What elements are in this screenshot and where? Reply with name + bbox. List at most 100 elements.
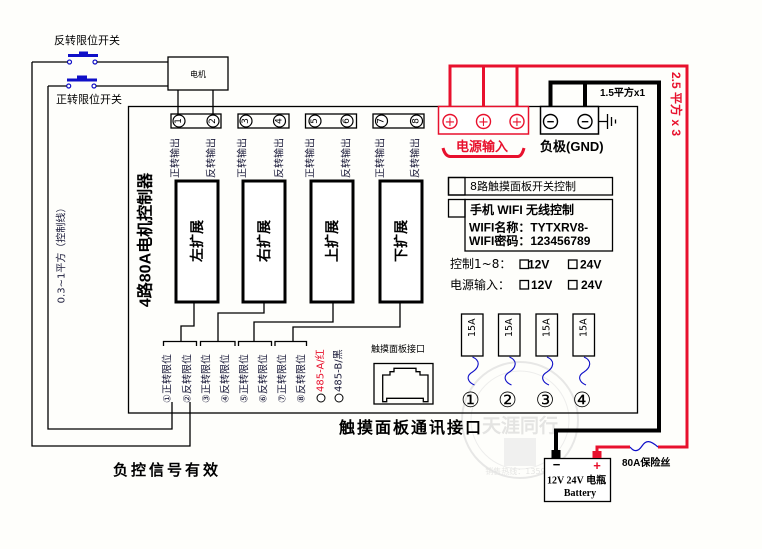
terminal-number: 5	[310, 118, 320, 124]
touch-control-checkbox[interactable]	[447, 176, 466, 196]
forward-limit-switch-label: 正转限位开关	[56, 92, 122, 106]
battery-negative-terminal	[551, 450, 561, 458]
minus-icon: −	[547, 114, 555, 129]
forward-limit-return-wire	[47, 86, 173, 430]
terminal-circle	[374, 114, 389, 128]
motor-wires	[177, 90, 214, 115]
fuse-rating: 15A	[542, 318, 553, 337]
watermark-stamp: 天涯同行 销售热线：13590	[461, 361, 579, 479]
motor-label: 电机	[190, 69, 206, 79]
gnd-terminal-1: −	[542, 113, 559, 130]
plus-icon: +	[512, 115, 523, 130]
power-24v-label: 24V	[581, 278, 602, 292]
gnd-wire-gauge-label: 1.5平方x1	[600, 86, 645, 99]
control-24v-checkbox[interactable]	[567, 259, 578, 270]
power-wire-gauge-label: 2.5 平方 x 3	[669, 72, 684, 136]
output-label-4: 反转输出	[273, 138, 286, 178]
power-positive-terminal-3: +	[509, 113, 525, 130]
fuse-number: ②	[498, 388, 517, 412]
output-terminal-5: 5	[308, 114, 322, 128]
battery-label: Battery	[564, 488, 596, 499]
output-terminal-block-7-8	[372, 113, 425, 129]
wifi-password: WIFI密码：123456789	[469, 233, 591, 248]
main-fuse-icon	[629, 441, 659, 452]
minus-icon: −	[581, 114, 589, 129]
watermark-phone: 销售热线：13590	[485, 466, 550, 476]
battery-positive-terminal	[592, 451, 602, 458]
limit-terminal-label-5: ⑤正转限位	[238, 354, 251, 403]
gnd-terminal-2: −	[577, 113, 593, 130]
rs485-b-label: 485-B/黑	[333, 349, 345, 392]
plus-icon: +	[478, 115, 489, 130]
terminal-number: 2	[208, 118, 218, 124]
limit-terminal-label-4: ④反转限位	[219, 354, 232, 403]
fuse-wire-icon	[579, 356, 591, 386]
output-terminal-2: 2	[206, 114, 220, 128]
power-voltage-label: 电源输入：	[450, 277, 510, 292]
power-positive-terminal-1: +	[442, 113, 458, 130]
power-12v-label: 12V	[531, 278, 552, 292]
output-terminal-6: 6	[340, 114, 354, 128]
touch-port-box	[373, 362, 434, 405]
output-label-7: 正转输出	[374, 138, 387, 178]
terminal-number: 6	[342, 118, 352, 124]
control-12v-checkbox[interactable]	[519, 259, 530, 270]
limit-terminal-label-2: ②反转限位	[181, 354, 194, 403]
output-terminal-3: 3	[239, 114, 253, 128]
output-terminal-1: 1	[172, 114, 186, 128]
output-terminal-block-5-6	[304, 113, 358, 129]
expansion-module-1: 左扩展	[174, 179, 220, 304]
control-voltage-label: 控制1~8：	[450, 257, 511, 271]
output-terminal-4: 4	[272, 114, 287, 128]
gnd-label: 负极(GND)	[540, 139, 604, 154]
wifi-control-checkbox[interactable]	[447, 198, 466, 218]
module-3-limit-wire	[253, 302, 334, 342]
limit-terminal-label-8: ⑧反转限位	[295, 354, 308, 403]
wifi-control-option	[464, 198, 614, 252]
module-label: 下扩展	[393, 220, 409, 262]
battery-voltage-label: 12V 24V 电瓶	[547, 474, 606, 487]
control-wire-label: 0.3~1平方（控制线）	[55, 203, 68, 304]
terminal-circle	[340, 114, 354, 128]
control-24v-label: 24V	[580, 258, 601, 272]
limit-terminal-label-6: ⑥反转限位	[257, 354, 270, 403]
terminal-number: 3	[241, 118, 251, 124]
power-wire-red	[448, 64, 689, 449]
output-terminal-7: 7	[374, 114, 389, 128]
fuse-number: ④	[573, 388, 592, 412]
output-label-6: 反转输出	[340, 138, 353, 178]
reverse-limit-switch-icon	[66, 51, 98, 65]
output-label-8: 反转输出	[409, 138, 422, 178]
terminal-circle	[206, 114, 220, 128]
power-24v-checkbox[interactable]	[567, 279, 578, 290]
battery-positive-wire	[595, 445, 630, 455]
forward-limit-switch-icon	[66, 75, 97, 89]
limit-terminal-label-1: ①正转限位	[161, 354, 174, 403]
output-label-1: 正转输出	[169, 138, 182, 178]
terminal-circle	[308, 114, 322, 128]
limit-terminal-label-7: ⑦正转限位	[276, 354, 289, 403]
expansion-module-2: 右扩展	[241, 179, 287, 304]
touch-port-label: 触摸面板接口	[371, 343, 425, 355]
plus-icon: +	[445, 115, 456, 130]
control-12v-label: 12V	[528, 258, 549, 272]
controller-title: 4路80A电机控制器	[136, 172, 155, 307]
power-input-bracket	[441, 147, 526, 158]
output-label-5: 正转输出	[304, 138, 317, 178]
terminal-number: 8	[412, 118, 422, 124]
rs485-a-label: 485-A/红	[314, 349, 327, 392]
gnd-wire-black	[548, 80, 661, 452]
power-positive-terminal-2: +	[475, 113, 492, 130]
rj45-port-icon	[382, 367, 429, 403]
fuse-rating: 15A	[467, 318, 478, 337]
negative-signal-label: 负控信号有效	[113, 461, 221, 479]
expansion-module-4: 下扩展	[378, 179, 424, 304]
module-label: 右扩展	[256, 220, 272, 263]
watermark-outer-ring	[461, 361, 579, 479]
output-label-2: 反转输出	[205, 138, 218, 178]
power-12v-checkbox[interactable]	[519, 279, 530, 290]
reverse-limit-return-wire	[31, 62, 191, 447]
module-4-limit-wire	[292, 302, 401, 342]
